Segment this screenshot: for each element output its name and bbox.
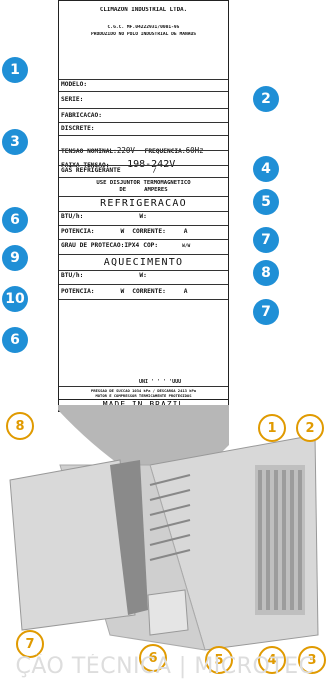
outline-callout-7: 7 <box>16 630 44 658</box>
serial-code: UNI ' ' ' 'UUU <box>139 379 182 385</box>
refrigeracao-header: REFRIGERACAO <box>100 198 187 209</box>
cgc-number: C.G.C. MF.04222931/0001-95 <box>107 25 180 30</box>
callout-7b: 7 <box>253 299 279 325</box>
fabricacao-label: FABRICACAO: <box>61 112 102 119</box>
callout-8: 8 <box>253 260 279 286</box>
callout-6b: 6 <box>2 327 28 353</box>
callout-5: 5 <box>253 189 279 215</box>
callout-10: 10 <box>2 286 28 312</box>
footer-watermark: ÇÃO TÉCNICA | MICROTEC <box>15 654 315 679</box>
outline-callout-2: 2 <box>296 414 324 442</box>
serie-label: SERIE: <box>61 96 84 103</box>
made-in-manaus: PRODUZIDO NO POLO INDUSTRIAL DE MANAUS <box>90 32 197 37</box>
gas-refrigerante: GAS REFRIGERANTE/ <box>61 167 157 174</box>
callout-9: 9 <box>2 245 28 271</box>
rating-label: CLIMAZON INDUSTRIAL LTDA. C.G.C. MF.0422… <box>58 0 229 400</box>
btu-row-2: BTU/h:W: <box>61 272 147 279</box>
outline-callout-4: 4 <box>258 646 286 674</box>
discrete-label: DISCRETE: <box>61 125 95 132</box>
outline-callout-5: 5 <box>205 646 233 674</box>
btu-row: BTU/h:W: <box>61 213 147 220</box>
company-name: CLIMAZON INDUSTRIAL LTDA. <box>99 7 188 13</box>
aquecimento-header: AQUECIMENTO <box>103 257 184 268</box>
pressao-line1: PRESSAO DE SUCCAO 1034 kPa / DESCARGA 24… <box>90 388 197 393</box>
pressao-line2: MOTOR E COMPRESSOR TERMICAMENTE PROTEGID… <box>95 393 192 398</box>
callout-1: 1 <box>2 57 28 83</box>
callout-2: 2 <box>253 86 279 112</box>
callout-3: 3 <box>2 129 28 155</box>
outline-callout-8: 8 <box>6 412 34 440</box>
outline-callout-3: 3 <box>298 646 326 674</box>
ac-unit-illustration <box>9 434 319 651</box>
callout-4: 4 <box>253 156 279 182</box>
outline-callout-6: 6 <box>139 644 167 672</box>
disjuntor-line1: USE DISJUNTOR TERMOMAGNETICO <box>96 180 191 186</box>
callout-6: 6 <box>2 207 28 233</box>
callout-7: 7 <box>253 227 279 253</box>
outline-callout-1: 1 <box>258 414 286 442</box>
modelo-label: MODELO: <box>61 81 88 88</box>
